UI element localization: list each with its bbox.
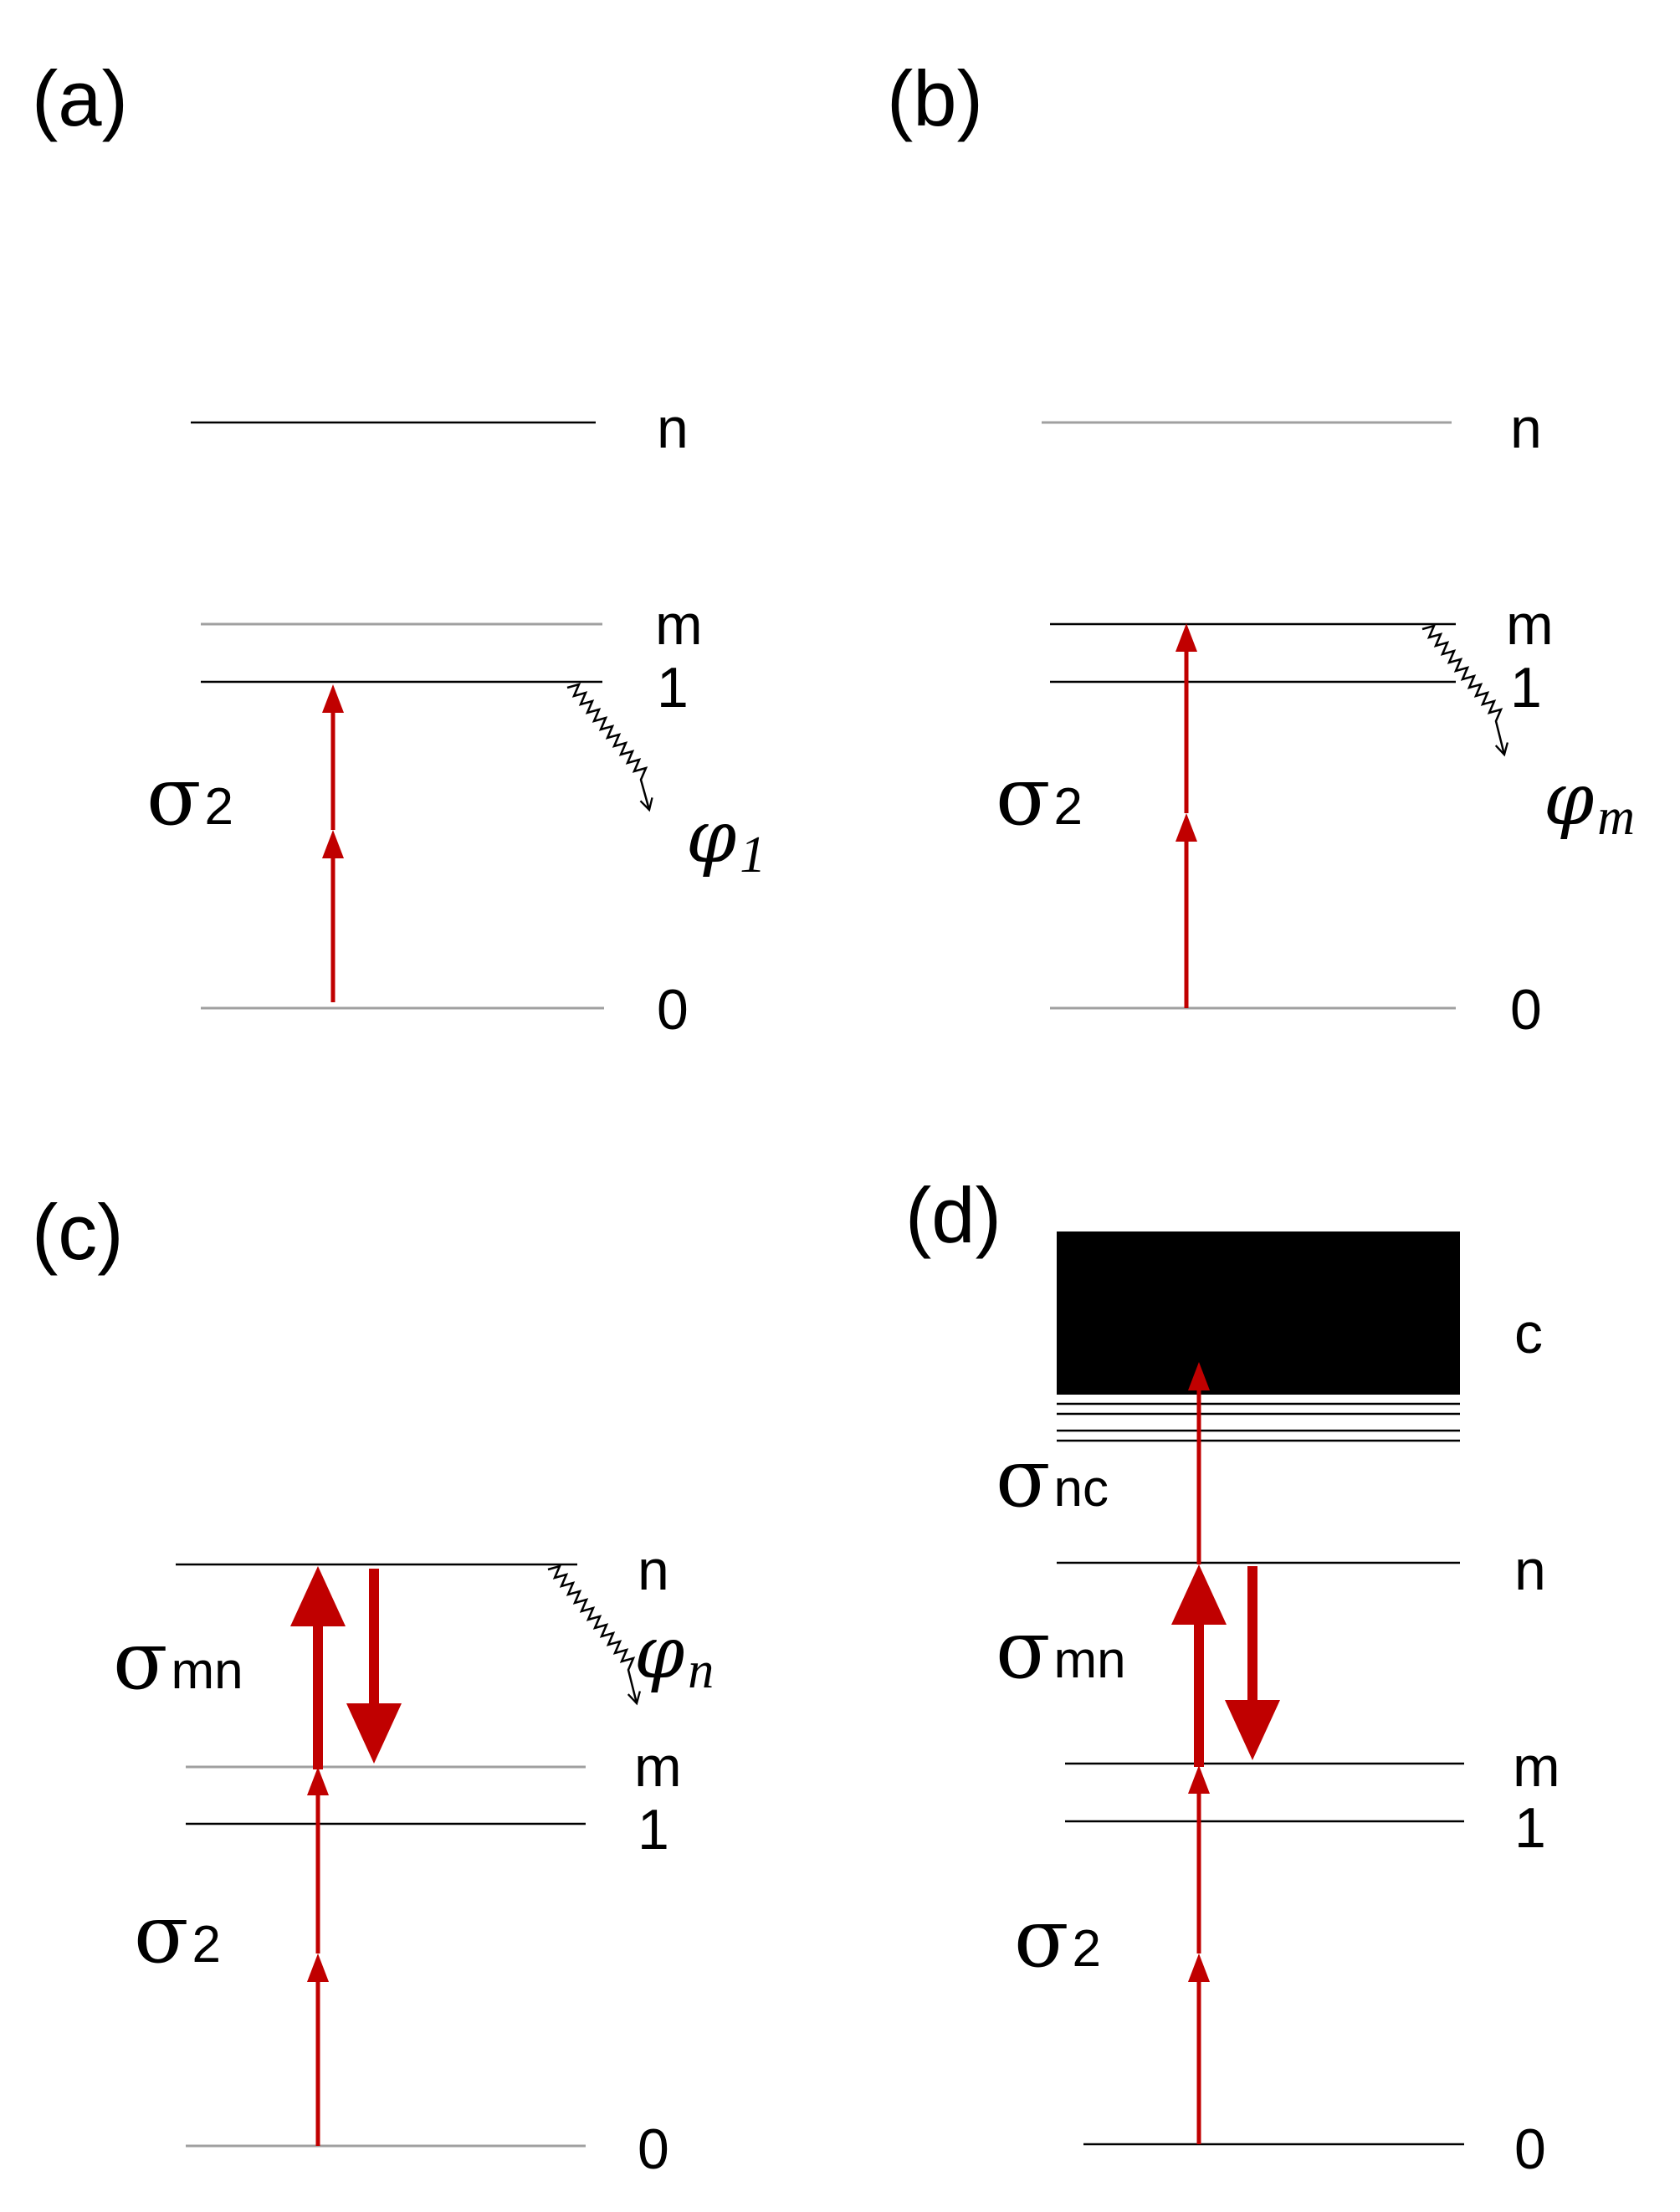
panel-d-label: (d) (905, 1171, 1001, 1259)
level-m-label: m (1506, 593, 1554, 657)
fluorescence-decay-arrow (547, 1564, 642, 1706)
level-m-label: m (655, 593, 703, 657)
level-0-label: 0 (1514, 2117, 1546, 2181)
level-m-label: m (634, 1735, 682, 1799)
level-1-label: 1 (1510, 656, 1542, 719)
photon-arrowhead-lower (1175, 813, 1197, 842)
excitation-mn-arrowhead (290, 1566, 346, 1626)
deexcitation-nm-arrowhead (1225, 1700, 1280, 1760)
sigma-2-symbol: σ2 (1014, 1892, 1101, 1985)
photon-arrowhead-lower (1188, 1953, 1210, 1982)
photon-arrowhead-upper (1175, 623, 1197, 652)
sigma-2-symbol: σ2 (134, 1887, 221, 1981)
excitation-mn-arrowhead (1171, 1564, 1227, 1625)
sigma-mn-symbol: σmn (113, 1614, 243, 1708)
level-n-label: n (1510, 397, 1542, 460)
photon-arrowhead-lower (307, 1953, 329, 1982)
level-m-label: m (1513, 1735, 1560, 1799)
fluorescence-decay-arrow (566, 683, 653, 812)
fluorescence-decay-arrow (1421, 624, 1509, 757)
panel-a: (a) n m 1 0 σ2 φ1 (32, 54, 766, 1042)
photon-arrowhead-upper (1188, 1765, 1210, 1794)
continuum-block (1057, 1231, 1460, 1395)
level-0-label: 0 (1510, 978, 1542, 1042)
level-1-label: 1 (1514, 1796, 1546, 1860)
sigma-nc-symbol: σnc (996, 1431, 1109, 1525)
level-n-label: n (638, 1539, 669, 1602)
photon-arrowhead-lower (322, 830, 344, 858)
sigma-mn-symbol: σmn (996, 1603, 1126, 1697)
level-1-label: 1 (638, 1798, 669, 1861)
phi-m-symbol: φm (1544, 758, 1635, 846)
panel-c-label: (c) (32, 1188, 124, 1276)
panel-a-label: (a) (32, 54, 128, 142)
phi-1-symbol: φ1 (686, 796, 766, 883)
photon-arrowhead-upper (307, 1767, 329, 1795)
level-c-label: c (1514, 1302, 1543, 1365)
ionization-arrowhead (1188, 1362, 1210, 1390)
level-n-label: n (1514, 1539, 1546, 1602)
panel-c: (c) n m 1 0 σmn σ2 φn (32, 1188, 714, 2181)
panel-d: (d) c n m 1 0 σnc σmn σ2 (905, 1171, 1560, 2181)
phi-n-symbol: φn (634, 1611, 714, 1699)
sigma-2-symbol: σ2 (996, 750, 1083, 843)
level-n-label: n (657, 397, 689, 460)
level-0-label: 0 (657, 978, 689, 1042)
deexcitation-nm-arrowhead (346, 1703, 402, 1764)
panel-b-label: (b) (887, 54, 983, 142)
level-1-label: 1 (657, 656, 689, 719)
level-0-label: 0 (638, 2117, 669, 2181)
sigma-2-symbol: σ2 (146, 750, 233, 843)
photon-arrowhead-upper (322, 684, 344, 713)
panel-b: (b) n m 1 0 σ2 φm (887, 54, 1635, 1042)
